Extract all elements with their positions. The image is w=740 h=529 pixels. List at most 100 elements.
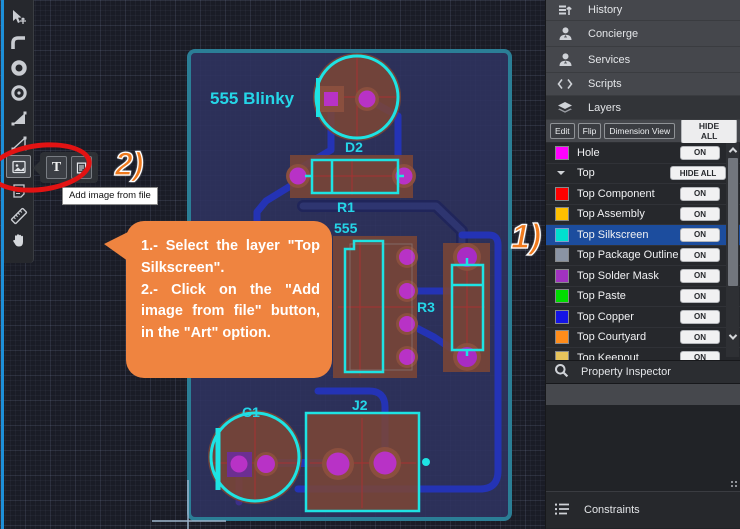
collapse-arrow-icon[interactable]	[557, 170, 565, 179]
constraints-header[interactable]: Constraints	[546, 491, 740, 528]
hide-all-button[interactable]: HIDE ALL	[681, 118, 737, 144]
panel-scripts-label: Scripts	[588, 78, 622, 90]
text-tool-label: T	[51, 159, 62, 175]
layer-color-swatch	[555, 309, 569, 324]
scrollbar-thumb[interactable]	[727, 158, 738, 286]
layer-name: Top Courtyard	[577, 331, 647, 344]
layer-name: Top Paste	[577, 290, 626, 303]
panel-scripts[interactable]: Scripts	[546, 73, 740, 96]
panel-services-label: Services	[588, 53, 631, 66]
layers-icon	[556, 101, 574, 115]
layer-visibility-button[interactable]: ON	[680, 289, 720, 304]
property-inspector-header[interactable]: Property Inspector	[546, 360, 740, 384]
edit-button[interactable]: Edit	[550, 123, 575, 139]
via-tool-icon[interactable]	[6, 55, 32, 80]
constraints-list-icon	[554, 502, 570, 519]
top-silkscreen-graphics[interactable]	[209, 54, 485, 513]
panel-layers[interactable]: Layers	[546, 96, 740, 120]
layer-visibility-button[interactable]: ON	[680, 227, 720, 242]
scroll-down-icon[interactable]	[726, 330, 739, 343]
layer-visibility-button[interactable]: ON	[680, 309, 720, 324]
refdes-j2: J2	[352, 397, 368, 413]
pcb-drawing: 555 Blinky D2 R1 555 R3 C1 J2	[152, 49, 512, 529]
layer-name: Top Package Outline	[577, 249, 679, 262]
layer-color-swatch	[555, 186, 569, 201]
add-image-from-file-button[interactable]	[71, 156, 92, 179]
layer-row[interactable]: Top HIDE ALL	[546, 163, 740, 184]
magnifier-icon	[554, 363, 569, 381]
layer-visibility-button[interactable]: ON	[680, 186, 720, 201]
layer-visibility-button[interactable]: ON	[680, 207, 720, 222]
layers-toolbar: Edit Flip Dimension View HIDE ALL	[546, 118, 740, 144]
layer-visibility-button[interactable]: ON	[680, 248, 720, 263]
concierge-person-icon	[556, 26, 574, 41]
canvas-left-guide-line	[1, 0, 4, 529]
panel-history[interactable]: History	[546, 0, 740, 21]
history-icon	[556, 4, 574, 17]
route-trace-tool-icon[interactable]	[6, 30, 32, 55]
services-person-icon	[556, 52, 574, 67]
layer-row[interactable]: Top Package Outline ON	[546, 245, 740, 266]
image-note-icon	[76, 162, 87, 173]
layer-visibility-button[interactable]: ON	[680, 268, 720, 283]
layer-row[interactable]: Hole ON	[546, 143, 740, 164]
layer-list: Hole ON Top HIDE ALL Top Component ON To…	[546, 143, 740, 360]
layer-visibility-button[interactable]: ON	[680, 330, 720, 345]
panel-services[interactable]: Services	[546, 47, 740, 73]
layer-row[interactable]: Top Courtyard ON	[546, 327, 740, 348]
layer-row[interactable]: Top Solder Mask ON	[546, 266, 740, 287]
layer-name: Top Solder Mask	[577, 269, 659, 282]
layer-row[interactable]: Top Paste ON	[546, 286, 740, 307]
constraints-label: Constraints	[584, 504, 640, 516]
property-inspector-row	[546, 384, 740, 405]
pad-tool-icon[interactable]	[6, 80, 32, 105]
measure-tool-icon[interactable]	[6, 203, 32, 228]
refdes-555: 555	[334, 220, 358, 236]
art-tool-flyout: T	[33, 152, 98, 183]
layer-color-swatch	[555, 330, 569, 345]
step-1-label: 1)	[510, 217, 542, 256]
polygon-outline-tool-icon[interactable]	[6, 130, 32, 155]
add-image-tooltip: Add image from file	[62, 187, 158, 205]
panel-concierge[interactable]: Concierge	[546, 21, 740, 47]
layer-name: Top	[577, 167, 595, 180]
property-resize-grip[interactable]	[730, 480, 738, 488]
layer-name: Top Silkscreen	[577, 228, 649, 241]
flip-button[interactable]: Flip	[577, 123, 602, 139]
layer-row[interactable]: Top Component ON	[546, 184, 740, 205]
layer-visibility-button[interactable]: ON	[680, 145, 720, 160]
panel-concierge-label: Concierge	[588, 27, 639, 40]
panel-layers-label: Layers	[588, 101, 622, 114]
layer-name: Top Keepout	[577, 351, 639, 360]
note-tool-icon[interactable]	[6, 178, 32, 203]
layer-name: Top Component	[577, 187, 655, 200]
callout-line-2: 2.- Click on the "Add image from file" b…	[141, 281, 320, 342]
property-inspector-body	[546, 405, 740, 491]
layer-visibility-button[interactable]: ON	[680, 350, 720, 360]
layer-name: Hole	[577, 146, 600, 159]
layers-scrollbar[interactable]	[726, 143, 739, 357]
layer-row[interactable]: Top Assembly ON	[546, 204, 740, 225]
refdes-r3: R3	[417, 299, 435, 315]
text-tool-button[interactable]: T	[46, 156, 67, 179]
dimension-view-button[interactable]: Dimension View	[604, 123, 676, 139]
silkscreen-labels: 555 Blinky D2 R1 555 R3 C1 J2	[210, 89, 435, 420]
layer-row[interactable]: Top Copper ON	[546, 307, 740, 328]
layer-row[interactable]: Top Silkscreen ON	[546, 225, 740, 246]
scroll-up-icon[interactable]	[726, 143, 739, 156]
layer-color-swatch	[555, 289, 569, 304]
layer-visibility-button[interactable]: HIDE ALL	[670, 166, 726, 181]
layer-name: Top Assembly	[577, 208, 645, 221]
right-sidebar: History Concierge Services Scripts Layer…	[545, 0, 740, 529]
layer-row[interactable]: Top Keepout ON	[546, 348, 740, 360]
layer-color-swatch	[555, 268, 569, 283]
layer-color-swatch	[555, 207, 569, 222]
property-inspector-label: Property Inspector	[581, 366, 671, 378]
polygon-fill-tool-icon[interactable]	[6, 105, 32, 130]
left-toolbar	[4, 0, 34, 263]
select-move-tool-icon[interactable]	[6, 5, 32, 30]
refdes-c1: C1	[242, 404, 260, 420]
layer-color-swatch	[555, 350, 569, 360]
pan-hand-tool-icon[interactable]	[6, 228, 32, 253]
add-image-tool-icon[interactable]	[6, 155, 31, 178]
